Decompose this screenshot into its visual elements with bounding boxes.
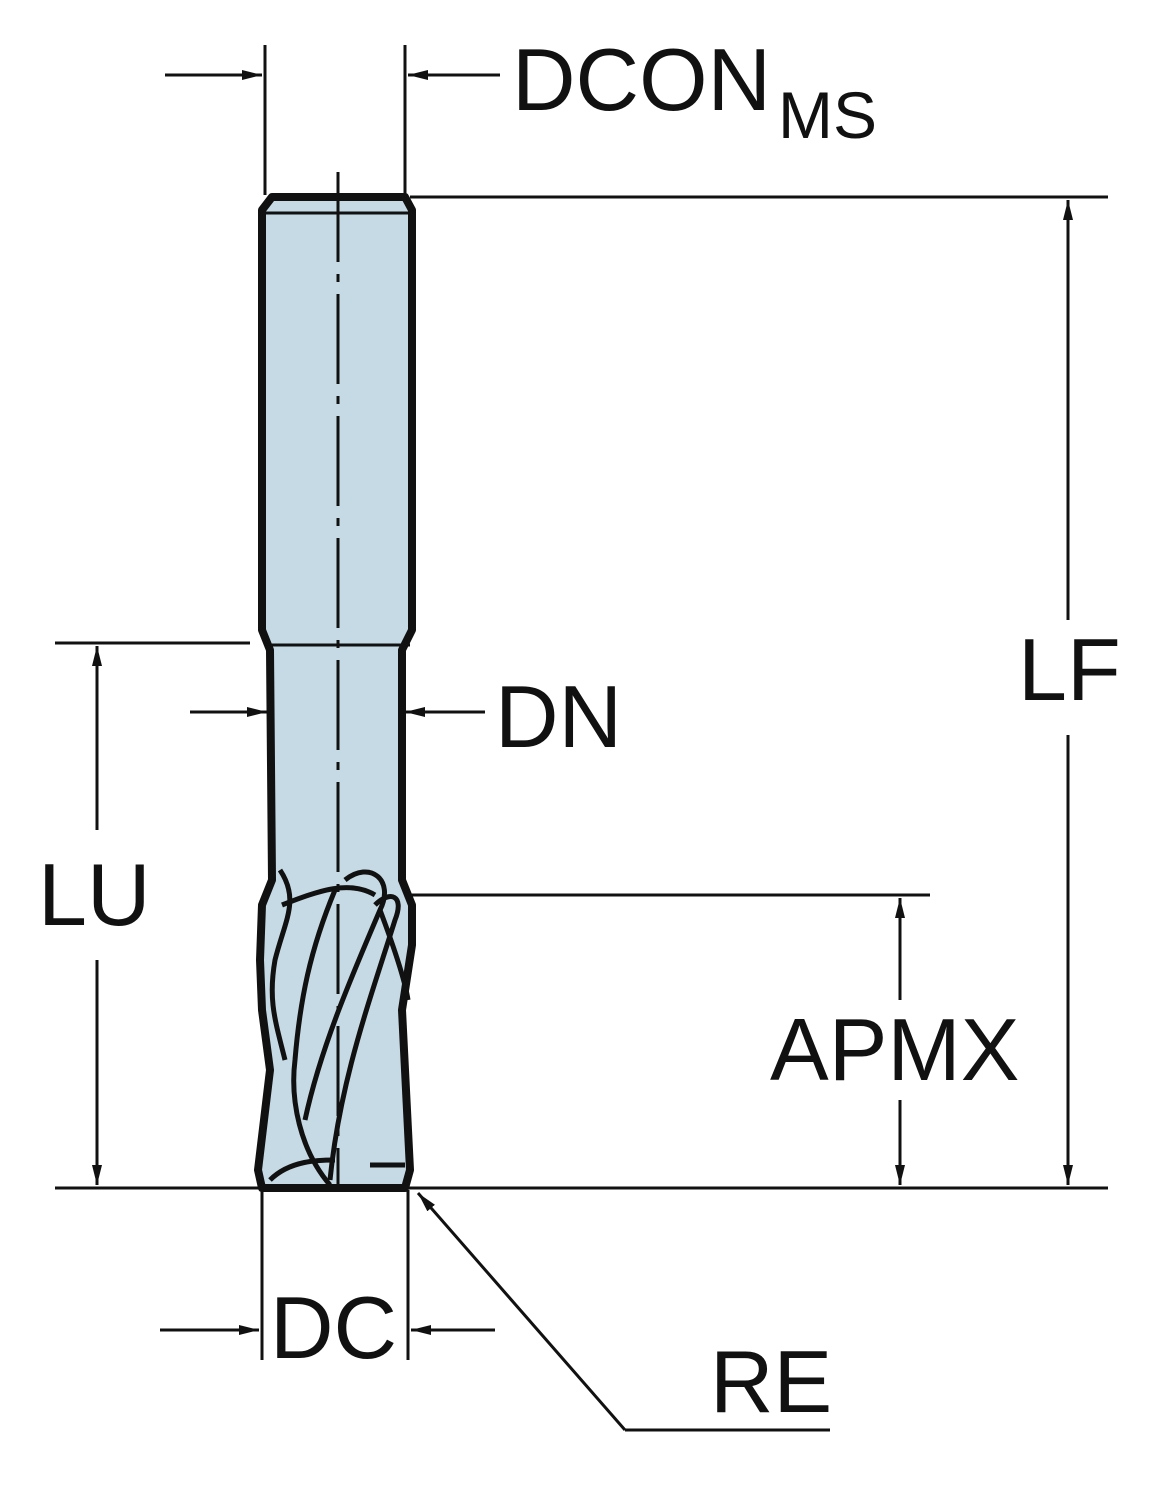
label-re: RE <box>710 1332 832 1431</box>
label-lu: LU <box>38 845 151 944</box>
dimension-lu: LU <box>38 646 151 1185</box>
dimension-dc: DC <box>160 1278 495 1377</box>
end-mill-tool <box>254 172 416 1192</box>
dimension-dn: DN <box>190 667 622 766</box>
label-dc: DC <box>270 1278 397 1377</box>
label-dcon-subscript: MS <box>778 78 877 152</box>
label-dcon: DCON <box>512 30 771 129</box>
extension-lines <box>55 45 1108 1360</box>
dimension-apmx: APMX <box>770 898 1019 1185</box>
label-dn: DN <box>495 667 622 766</box>
dimension-re: RE <box>416 1192 832 1432</box>
label-lf: LF <box>1018 620 1121 719</box>
dimension-dcon: DCON MS <box>165 30 877 152</box>
label-apmx: APMX <box>770 1000 1019 1099</box>
flutes <box>268 868 411 1187</box>
dimension-lf: LF <box>1018 200 1121 1185</box>
